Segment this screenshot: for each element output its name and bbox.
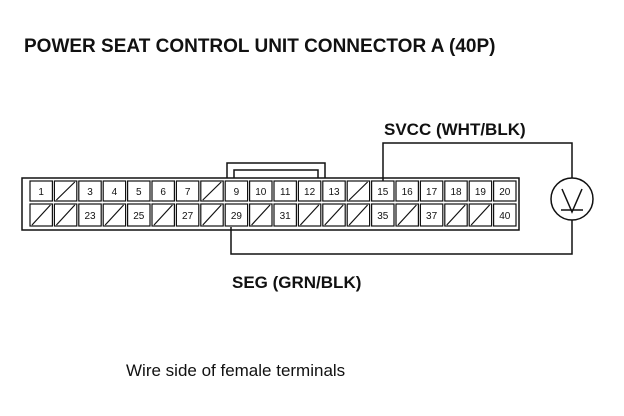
connector-latch <box>226 162 326 178</box>
connector-latch-inner <box>233 169 319 178</box>
terminal-cell <box>224 203 249 227</box>
terminal-number: 40 <box>499 211 511 222</box>
terminal-cell <box>273 180 297 202</box>
empty-terminal-slash <box>348 204 369 226</box>
empty-terminal-slash <box>104 204 125 226</box>
terminal-cell <box>126 203 151 227</box>
terminal-cell <box>175 180 200 202</box>
empty-terminal-slash <box>153 204 173 226</box>
terminal-cell <box>468 180 493 202</box>
empty-terminal-slash <box>446 204 466 226</box>
terminal-cell <box>493 203 517 227</box>
terminal-number: 29 <box>231 211 243 222</box>
terminal-number: 1 <box>38 187 44 198</box>
terminal-number: 3 <box>87 187 93 198</box>
terminal-cell <box>273 203 297 227</box>
terminal-cell <box>249 180 273 202</box>
empty-terminal-slash <box>251 204 271 226</box>
terminal-number: 31 <box>280 211 292 222</box>
terminal-cell <box>29 180 53 202</box>
connector-bottom-row: 23 25 27 29 31 35 37 40 <box>29 203 517 227</box>
empty-terminal-slash <box>202 204 222 226</box>
terminal-cell <box>102 180 127 202</box>
terminal-cell <box>297 180 322 202</box>
terminal-number: 6 <box>160 187 166 198</box>
svcc-wire-label: SVCC (WHT/BLK) <box>384 120 526 139</box>
terminal-number: 16 <box>402 187 414 198</box>
empty-terminal-slash <box>397 204 417 226</box>
terminal-cell <box>419 180 444 202</box>
terminal-cell <box>444 180 468 202</box>
terminal-number: 27 <box>182 211 194 222</box>
terminal-number: 13 <box>328 187 340 198</box>
terminal-number: 9 <box>234 187 240 198</box>
seg-wire <box>230 220 573 255</box>
terminal-number: 10 <box>255 187 267 198</box>
empty-terminal-slash <box>348 181 369 201</box>
terminal-cell <box>126 180 151 202</box>
empty-terminal-slash <box>31 204 51 226</box>
terminal-number: 25 <box>133 211 145 222</box>
terminal-number: 15 <box>377 187 389 198</box>
terminal-number: 35 <box>377 211 389 222</box>
empty-terminal-slash <box>55 204 76 226</box>
terminal-number: 20 <box>499 187 511 198</box>
empty-terminal-slash <box>324 204 344 226</box>
terminal-number: 5 <box>136 187 142 198</box>
terminal-cell <box>78 180 102 202</box>
terminal-number: 11 <box>280 187 291 198</box>
terminal-cell <box>78 203 102 227</box>
voltmeter-needle <box>561 188 583 214</box>
terminal-cell <box>395 180 419 202</box>
terminal-number: 17 <box>426 187 438 198</box>
terminal-number: 37 <box>426 211 438 222</box>
terminal-cell <box>371 203 395 227</box>
diagram-title: POWER SEAT CONTROL UNIT CONNECTOR A (40P… <box>24 36 496 57</box>
terminal-number: 4 <box>112 187 118 198</box>
terminal-number: 23 <box>84 211 96 222</box>
empty-terminal-slash <box>470 204 491 226</box>
terminal-number: 12 <box>304 187 316 198</box>
empty-terminal-slash <box>299 204 320 226</box>
terminal-number: 19 <box>475 187 487 198</box>
seg-wire-label: SEG (GRN/BLK) <box>232 273 361 292</box>
terminal-cell <box>224 180 249 202</box>
terminal-cell <box>493 180 517 202</box>
terminal-cell <box>322 180 346 202</box>
terminal-number: 18 <box>450 187 462 198</box>
terminal-cell <box>151 180 175 202</box>
connector-housing <box>21 177 520 231</box>
terminal-cell <box>175 203 200 227</box>
voltmeter-icon <box>550 177 594 221</box>
svcc-wire <box>382 142 573 181</box>
terminal-cell <box>419 203 444 227</box>
terminal-number: 7 <box>185 187 191 198</box>
empty-terminal-slash <box>202 181 222 201</box>
diagram-caption: Wire side of female terminals <box>126 361 345 380</box>
empty-terminal-slash <box>55 181 76 201</box>
